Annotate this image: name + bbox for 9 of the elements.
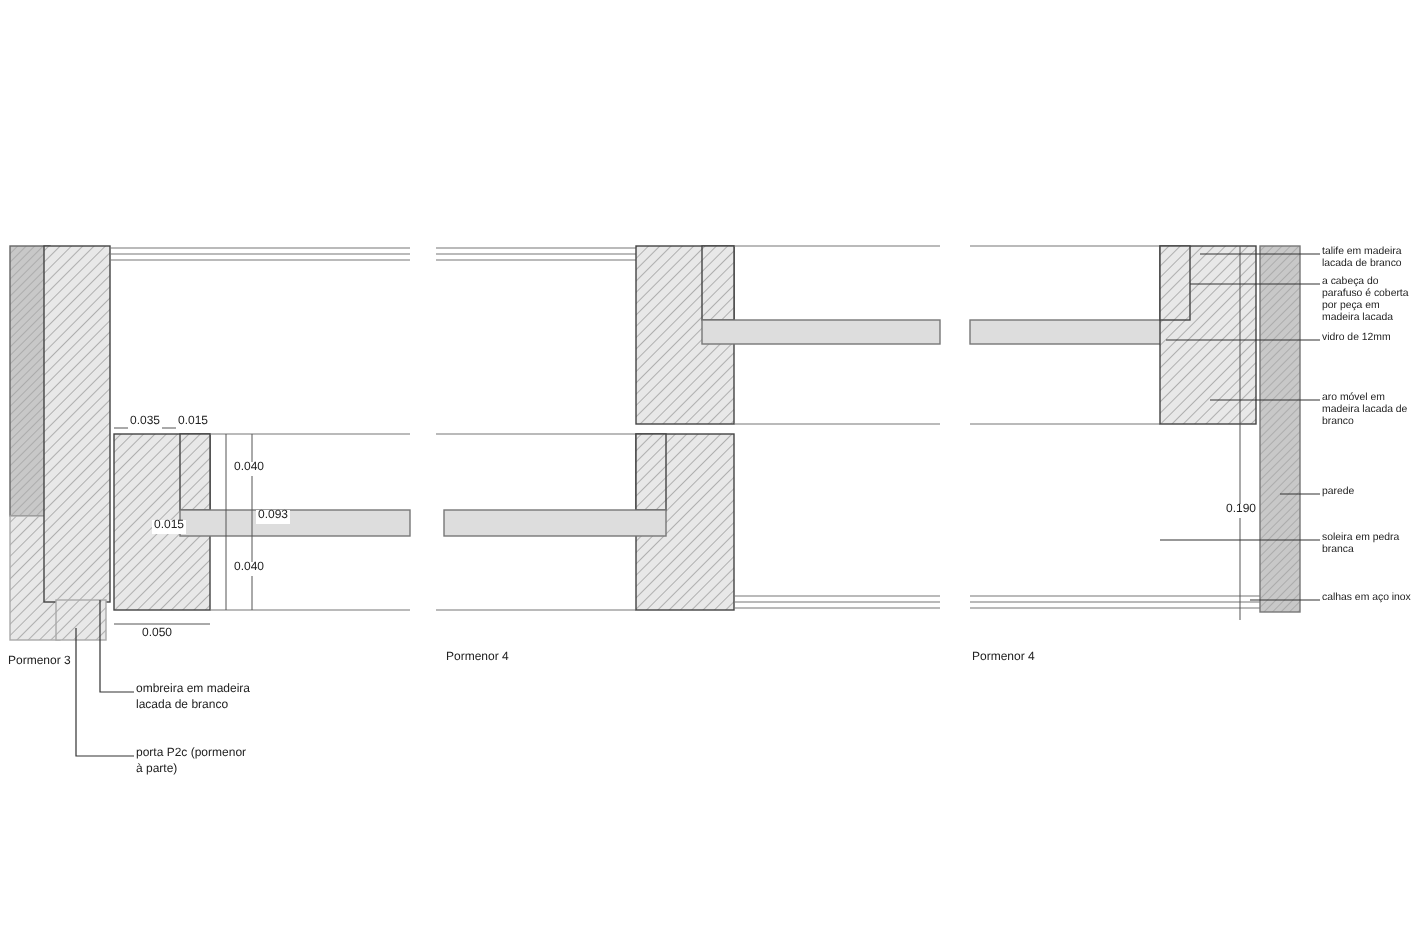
leader-line [1159,539,1321,541]
leader-line [1189,283,1321,285]
leader-line [1209,399,1321,401]
leader-line [99,599,135,693]
leader-line [1279,493,1321,495]
leader-line [1199,253,1321,255]
leader-line [1249,599,1321,601]
leader-line [1165,339,1321,341]
leader-line [75,627,135,757]
